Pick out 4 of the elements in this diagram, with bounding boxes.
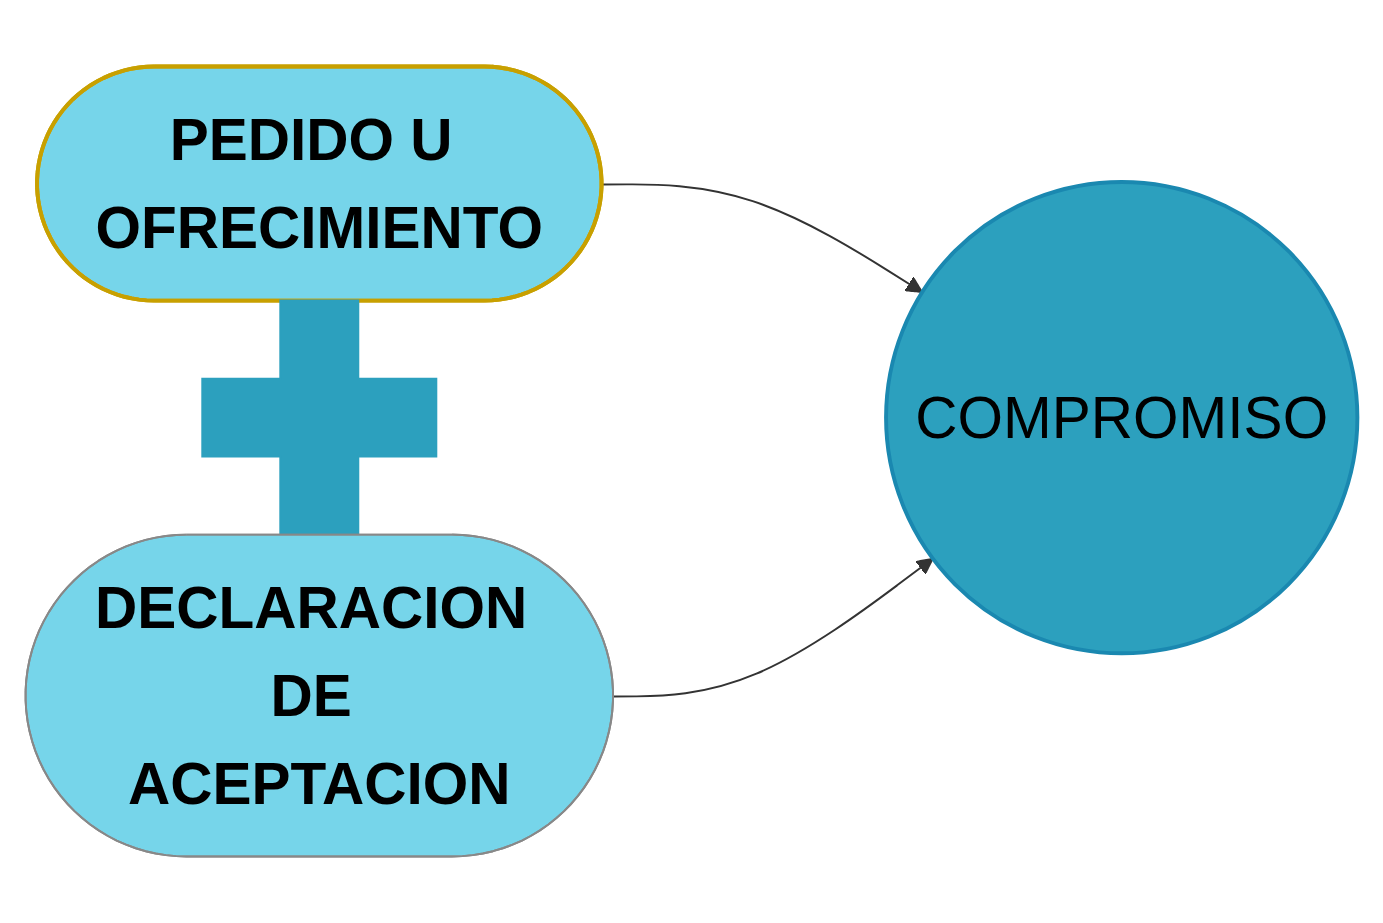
circle-node: COMPROMISO (884, 180, 1360, 656)
ellipse-node: DECLARACION DE ACEPTACION (24, 533, 614, 858)
ellipse-node: PEDIDO U OFRECIMIENTO (35, 64, 604, 303)
plus-sign (201, 299, 438, 536)
